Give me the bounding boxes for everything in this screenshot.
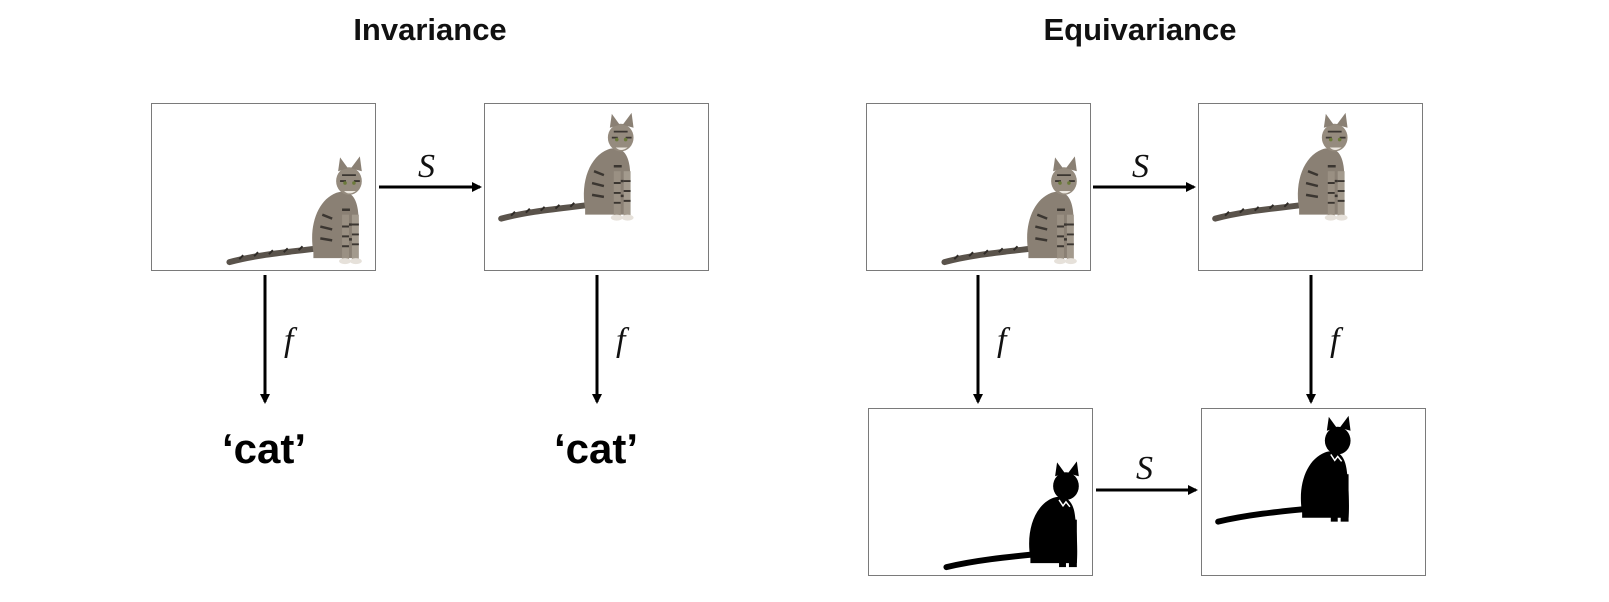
cat-photo-icon: [867, 104, 1090, 270]
equivariance-shifted-output-image: [1201, 408, 1426, 576]
cat-silhouette-icon: [1202, 409, 1425, 575]
equivariance-f-label-left: f: [997, 322, 1007, 359]
equivariance-s-label-top: S: [1132, 148, 1149, 185]
invariance-input-image: [151, 103, 376, 271]
cat-photo-icon: [152, 104, 375, 270]
equivariance-f-label-right: f: [1330, 322, 1340, 359]
invariance-output-right: ‘cat’: [553, 425, 639, 472]
cat-silhouette-icon: [869, 409, 1092, 575]
equivariance-output-image: [868, 408, 1093, 576]
invariance-title: Invariance: [353, 12, 507, 47]
equivariance-shifted-image: [1198, 103, 1423, 271]
equivariance-input-image: [866, 103, 1091, 271]
invariance-shifted-image: [484, 103, 709, 271]
equivariance-title: Equivariance: [1043, 12, 1237, 47]
equivariance-s-label-bottom: S: [1136, 450, 1153, 487]
invariance-s-label: S: [418, 148, 435, 185]
cat-photo-icon: [1199, 104, 1422, 270]
invariance-f-label-left: f: [284, 322, 294, 359]
invariance-output-left: ‘cat’: [221, 425, 307, 472]
invariance-f-label-right: f: [616, 322, 626, 359]
cat-photo-icon: [485, 104, 708, 270]
